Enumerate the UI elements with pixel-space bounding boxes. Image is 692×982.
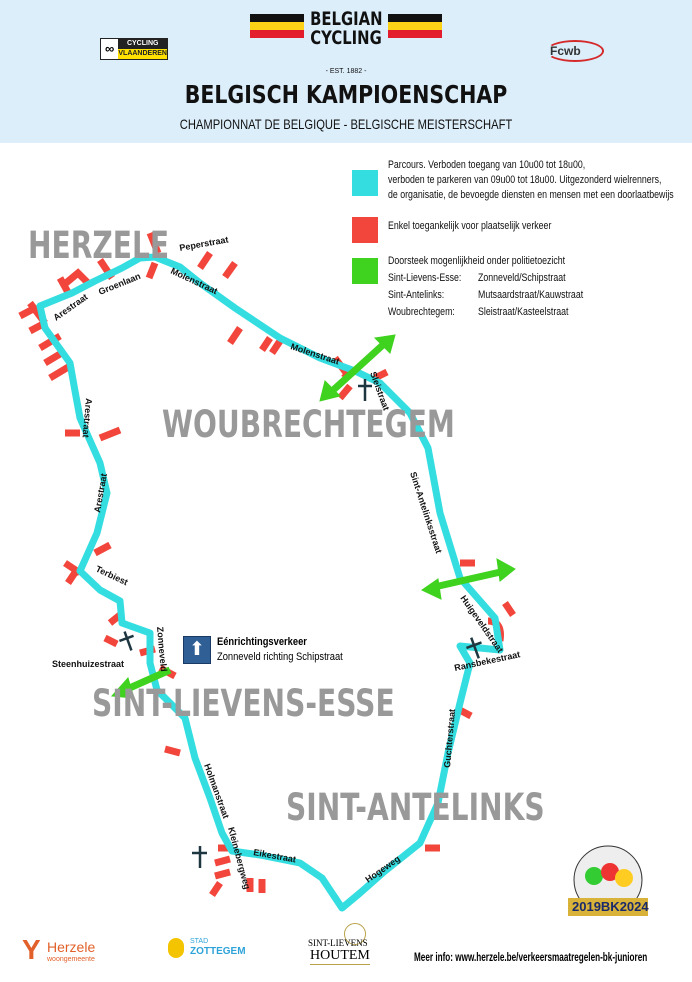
street-zonneveld: Zonneveld [155, 626, 169, 672]
bk-2024-badge: 2019BK2024 [564, 840, 652, 928]
brand-est: - EST. 1882 - [325, 68, 367, 75]
street-terbiest: Terbiest [94, 564, 129, 588]
church-icons [119, 379, 482, 868]
oneway-title: Eénrichtingsverkeer [217, 636, 307, 648]
street-peperstraat: Peperstraat [179, 235, 230, 253]
street-eikestraat: Eikestraat [253, 847, 297, 864]
street-molenstraat: Molenstraat [169, 266, 219, 296]
logo-left-line2: VLAANDEREN [118, 49, 167, 59]
oneway-desc: Zonneveld richting Schipstraat [217, 651, 343, 663]
shield-icon [168, 938, 184, 958]
infinity-icon: ∞ [105, 41, 115, 56]
street-arestraat-2: Arestraat [81, 398, 94, 438]
race-route [36, 253, 504, 912]
crossing-arrows [110, 334, 516, 699]
badge-text: 2019BK2024 [572, 899, 649, 914]
legend-crossing-title: Doorsteek mogenlijkheid onder politietoe… [388, 255, 566, 267]
crossing-streets: Sleistraat/Kasteelstraat [478, 306, 569, 318]
street-molenstraat-2: Molenstraat [289, 341, 340, 366]
belgian-flag-right [388, 14, 442, 38]
page-title: BELGISCH KAMPIOENSCHAP [184, 80, 508, 109]
legend-route-swatch [352, 170, 378, 196]
crossing-streets: Mutsaardstraat/Kauwstraat [478, 289, 584, 301]
logo2-name: ZOTTEGEM [190, 946, 246, 957]
belgian-flag-left [250, 14, 304, 38]
fcwb-logo: Fcwb [546, 40, 604, 62]
legend-local-swatch [352, 217, 378, 243]
page-subtitle: CHAMPIONNAT DE BELGIQUE - BELGISCHE MEIS… [179, 116, 513, 132]
logo3-name: HOUTEM [310, 948, 370, 965]
legend-route-line2: verboden te parkeren van 09u00 tot 18u00… [388, 174, 662, 186]
legend-local-text: Enkel toegankelijk voor plaatselijk verk… [388, 220, 552, 232]
legend-route-line3: de organisatie, de bevoegde diensten en … [388, 189, 674, 201]
place-sint-lievens-esse: SINT-LIEVENS-ESSE [92, 682, 395, 725]
legend-crossing-swatch [352, 258, 378, 284]
brand-line1: BELGIAN [310, 8, 383, 30]
oneway-arrow-icon: ⬆ [183, 636, 211, 664]
logo1-name: Herzele [47, 939, 96, 955]
person-icon: Y [22, 934, 41, 965]
logo-left-line1: CYCLING [118, 39, 167, 49]
more-info-link[interactable]: Meer info: www.herzele.be/verkeersmaatre… [414, 950, 648, 964]
crossing-place: Sint-Lievens-Esse: [388, 272, 462, 284]
crossing-place: Woubrechtegem: [388, 306, 455, 318]
logo2-top: STAD [190, 938, 209, 945]
route-map: Peperstraat Groenlaan Arestraat Molenstr… [18, 231, 521, 912]
crossing-streets: Zonneveld/Schipstraat [478, 272, 566, 284]
street-hogeweg: Hogeweg [363, 853, 402, 884]
street-kleinebergweg: Kleinebergweg [226, 826, 252, 890]
street-steenhuizestraat: Steenhuizestraat [52, 659, 124, 669]
logo3-top: SINT-LIEVENS [308, 938, 368, 948]
logo1-sub: woongemeente [47, 956, 95, 963]
crossing-place: Sint-Antelinks: [388, 289, 445, 301]
circle-emblem-icon [344, 923, 366, 945]
legend-route-line1: Parcours. Verboden toegang van 10u00 tot… [388, 159, 586, 171]
place-sint-antelinks: SINT-ANTELINKS [286, 786, 545, 829]
place-woubrechtegem: WOUBRECHTEGEM [162, 403, 455, 446]
brand-line2: CYCLING [310, 27, 382, 49]
place-herzele: HERZELE [28, 224, 170, 267]
